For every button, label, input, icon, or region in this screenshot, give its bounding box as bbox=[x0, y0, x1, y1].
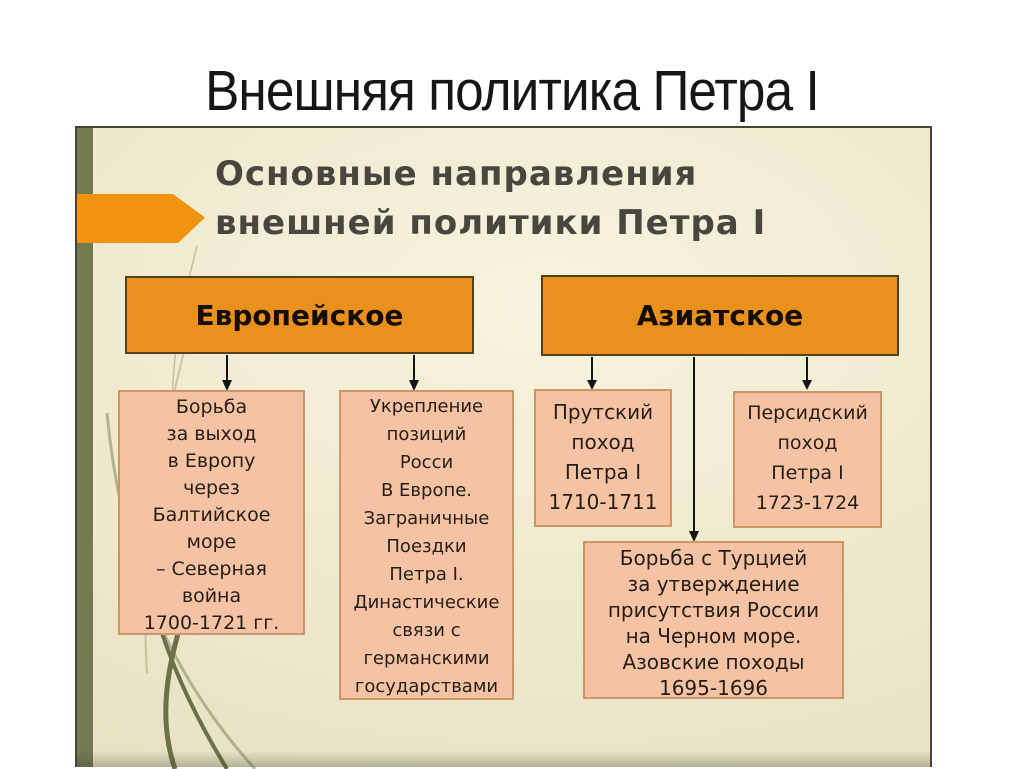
detail-box-baltic-war: Борьба за выход в Европу через Балтийско… bbox=[118, 390, 305, 635]
branch-box-asian: Азиатское bbox=[541, 275, 899, 356]
detail-box-turkey-azov: Борьба с Турцией за утверждение присутст… bbox=[583, 541, 844, 700]
sidebar-accent-stripe bbox=[77, 128, 93, 767]
detail-box-europe-positions: Укрепление позиций Росси В Европе. Загра… bbox=[339, 390, 514, 700]
arrow-right-icon bbox=[77, 194, 205, 243]
detail-box-persian-campaign: Персидский поход Петра I 1723-1724 bbox=[733, 391, 882, 528]
slide-heading: Основные направления внешней политики Пе… bbox=[215, 154, 767, 243]
detail-box-prut-campaign: Прутский поход Петра I 1710-1711 bbox=[534, 389, 672, 527]
branch-box-european: Европейское bbox=[125, 276, 474, 354]
page-title: Внешняя политика Петра I bbox=[205, 59, 820, 123]
slide-canvas: Основные направления внешней политики Пе… bbox=[75, 126, 932, 769]
